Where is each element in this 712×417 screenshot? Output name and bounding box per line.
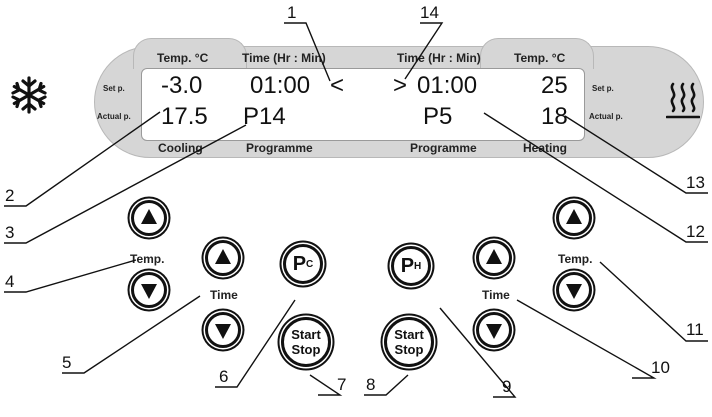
pc-sub-label: C: [306, 258, 314, 270]
cooling-time-down-button[interactable]: [205, 312, 241, 348]
down-arrow-icon: [141, 284, 157, 299]
heating-time-label: Time: [482, 288, 510, 302]
callout-8: 8: [366, 375, 376, 394]
snowflake-icon: [11, 76, 47, 114]
cooling-temp-label: Temp.: [130, 252, 165, 266]
heating-program-number: P5: [423, 103, 453, 130]
heating-temp-up-button[interactable]: [556, 200, 592, 236]
callout-2: 2: [5, 186, 15, 205]
heat-waves-icon: [666, 82, 700, 119]
right-programme-label: Programme: [410, 141, 477, 155]
up-arrow-icon: [215, 249, 231, 264]
left-setpoint-label: Set p.: [103, 84, 125, 93]
callout-7: 7: [337, 375, 347, 394]
callout-14: 14: [420, 3, 439, 22]
heating-mode-label: Heating: [523, 141, 568, 155]
ph-main-label: P: [400, 254, 415, 277]
right-setpoint-label: Set p.: [592, 84, 614, 93]
ph-sub-label: H: [414, 260, 422, 272]
callout-1: 1: [287, 3, 297, 22]
heating-time-down-button[interactable]: [476, 312, 512, 348]
start-label: Start: [394, 327, 424, 342]
callout-3: 3: [5, 223, 15, 242]
callout-10: 10: [651, 358, 670, 377]
cooling-actual-temp: 17.5: [161, 103, 208, 130]
cooling-program-number: P14: [243, 103, 286, 130]
heating-active-indicator: >: [393, 72, 408, 99]
heating-time-up-button[interactable]: [476, 240, 512, 276]
right-actual-label: Actual p.: [589, 112, 623, 121]
cooling-timer: 01:00: [250, 72, 311, 99]
callout-5: 5: [62, 353, 72, 372]
left-programme-label: Programme: [246, 141, 313, 155]
pc-main-label: P: [292, 252, 307, 275]
heating-timer: 01:00: [417, 72, 478, 99]
cooling-setpoint-temp: -3.0: [161, 72, 203, 99]
cooling-time-up-button[interactable]: [205, 240, 241, 276]
callout-4: 4: [5, 272, 15, 291]
stop-label: Stop: [291, 342, 321, 357]
cooling-active-indicator: <: [330, 72, 345, 99]
heating-temp-label: Temp.: [558, 252, 593, 266]
right-header-hump: [480, 38, 594, 69]
stop-label: Stop: [394, 342, 424, 357]
right-time-header: Time (Hr : Min): [397, 51, 481, 65]
cooling-temp-up-button[interactable]: [131, 200, 167, 236]
up-arrow-icon: [486, 249, 502, 264]
start-label: Start: [291, 327, 321, 342]
down-arrow-icon: [215, 324, 231, 339]
left-header-hump: [133, 38, 247, 69]
left-time-header: Time (Hr : Min): [242, 51, 326, 65]
callout-12: 12: [686, 222, 705, 241]
heating-actual-temp: 18: [541, 103, 568, 130]
callout-11: 11: [686, 320, 704, 339]
heating-setpoint-temp: 25: [541, 72, 568, 99]
cooling-time-label: Time: [210, 288, 238, 302]
left-temp-header: Temp. °C: [157, 51, 209, 65]
cooling-mode-label: Cooling: [158, 141, 203, 155]
heating-temp-down-button[interactable]: [556, 272, 592, 308]
callout-6: 6: [219, 367, 229, 386]
callout-13: 13: [686, 173, 705, 192]
down-arrow-icon: [566, 284, 582, 299]
up-arrow-icon: [141, 209, 157, 224]
down-arrow-icon: [486, 324, 502, 339]
up-arrow-icon: [566, 209, 582, 224]
callout-9: 9: [502, 377, 512, 396]
left-actual-label: Actual p.: [97, 112, 131, 121]
cooling-temp-down-button[interactable]: [131, 272, 167, 308]
right-temp-header: Temp. °C: [514, 51, 566, 65]
